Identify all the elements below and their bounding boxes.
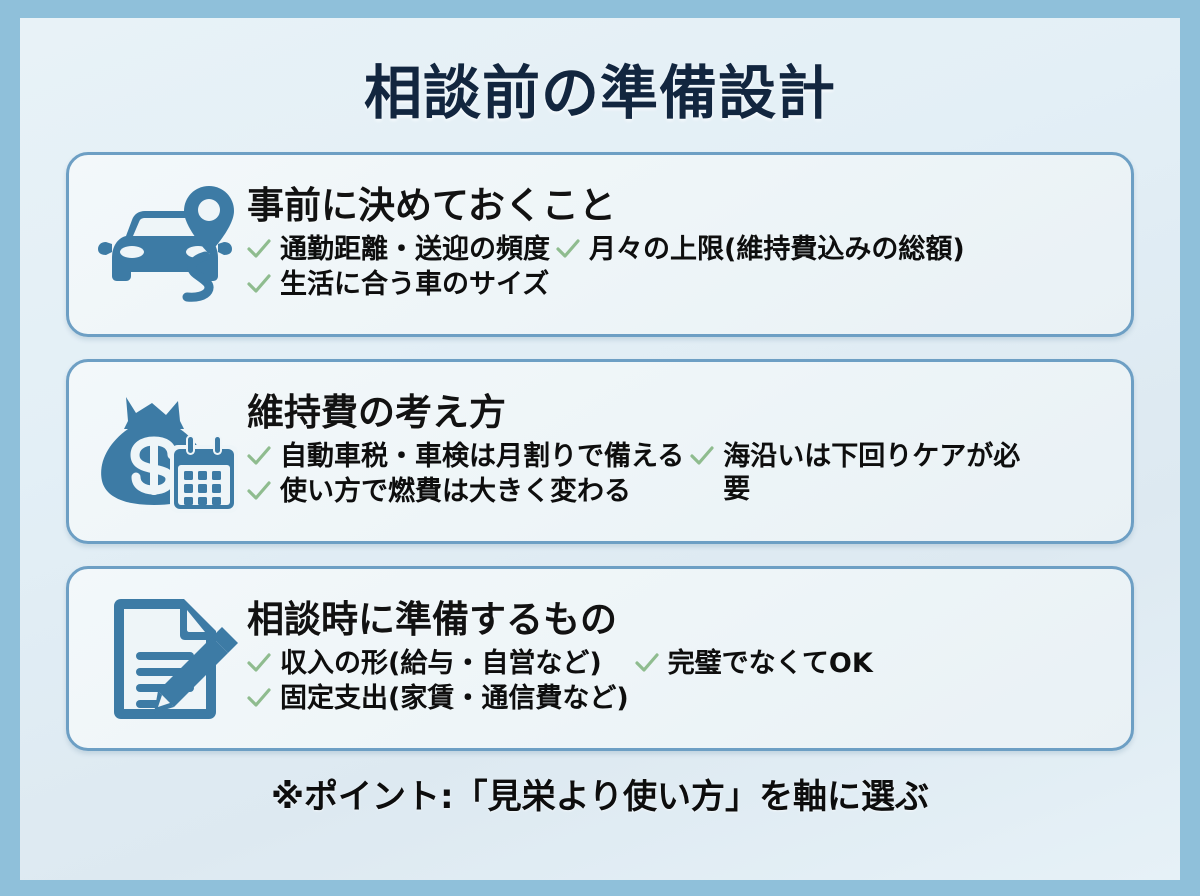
bullet-column-right: 海沿いは下回りケアが必要 [690,441,1020,507]
page-title: 相談前の準備設計 [363,59,836,127]
list-item-label: 固定支出(家賃・通信費など) [280,683,629,715]
card-body: 事前に決めておくこと 通勤距離・送迎の頻度 [247,183,1121,303]
list-item: 海沿いは下回りケアが必要 [690,441,1020,507]
infographic-canvas: 相談前の準備設計 [20,18,1180,880]
check-icon [247,648,271,678]
list-item-label: 通勤距離・送迎の頻度 [280,234,550,266]
bullet-column-left: 通勤距離・送迎の頻度 生活に合う車のサイズ [247,234,550,302]
card-running-costs: 維持費の考え方 自動車税・車検は月割りで備える [66,359,1134,544]
check-icon [247,476,271,506]
footer-note: ※ポイント:「見栄より使い方」を軸に選ぶ [271,777,929,817]
check-icon [635,648,659,678]
list-item-label: 完璧でなくてOK [667,648,873,680]
bullet-column-left: 自動車税・車検は月割りで備える 使い方で燃費は大きく変わる [247,441,684,509]
card-title: 維持費の考え方 [247,390,506,434]
card-title: 相談時に準備するもの [247,597,617,641]
list-item: 完璧でなくてOK [635,648,1117,681]
check-icon [556,234,580,264]
check-icon [247,683,271,713]
card-list: 事前に決めておくこと 通勤距離・送迎の頻度 [66,152,1134,751]
check-icon [247,269,271,299]
money-bag-calendar-icon [87,377,247,527]
list-item: 月々の上限(維持費込みの総額) [556,234,1117,267]
list-item: 自動車税・車検は月割りで備える [247,441,684,474]
list-item: 使い方で燃費は大きく変わる [247,476,684,509]
list-item-label: 海沿いは下回りケアが必要 [723,441,1021,506]
check-icon [690,441,714,471]
check-icon [247,441,271,471]
bullet-columns: 通勤距離・送迎の頻度 生活に合う車のサイズ [247,234,1117,302]
bullet-column-right: 月々の上限(維持費込みの総額) [556,234,1117,267]
list-item: 通勤距離・送迎の頻度 [247,234,550,267]
list-item-label: 月々の上限(維持費込みの総額) [589,234,965,266]
check-icon [247,234,271,264]
list-item-label: 生活に合う車のサイズ [280,269,550,301]
bullet-column-right: 完璧でなくてOK [635,648,1117,681]
list-item-label: 収入の形(給与・自営など) [280,648,602,680]
list-item: 固定支出(家賃・通信費など) [247,683,629,716]
list-item-label: 自動車税・車検は月割りで備える [280,441,685,473]
bullet-column-left: 収入の形(給与・自営など) 固定支出(家賃・通信費など) [247,648,629,716]
card-body: 維持費の考え方 自動車税・車検は月割りで備える [247,390,1121,510]
list-item: 収入の形(給与・自営など) [247,648,629,681]
card-pre-decisions: 事前に決めておくこと 通勤距離・送迎の頻度 [66,152,1134,337]
car-route-pin-icon [87,170,247,320]
card-title: 事前に決めておくこと [247,183,616,227]
bullet-columns: 収入の形(給与・自営など) 固定支出(家賃・通信費など) [247,648,1117,716]
list-item: 生活に合う車のサイズ [247,269,550,302]
bullet-columns: 自動車税・車検は月割りで備える 使い方で燃費は大きく変わる [247,441,1117,509]
list-item-label: 使い方で燃費は大きく変わる [280,476,631,508]
card-consultation-prep: 相談時に準備するもの 収入の形(給与・自営など) [66,566,1134,751]
document-pencil-icon [87,584,247,734]
card-body: 相談時に準備するもの 収入の形(給与・自営など) [247,597,1121,717]
